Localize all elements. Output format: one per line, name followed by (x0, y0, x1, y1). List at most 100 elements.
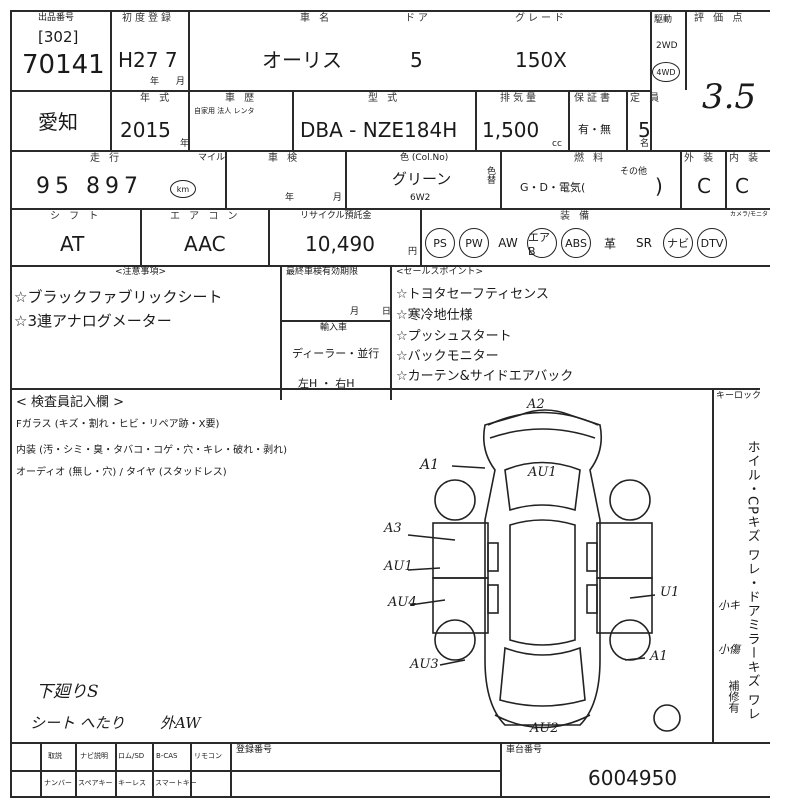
handwritten-note-2: シート へたり (30, 714, 125, 732)
color-value: グリーン (392, 170, 452, 188)
footer-item-remote: リモコン (194, 752, 222, 760)
footer-item-manual: 取説 (48, 752, 62, 760)
damage-mark-rear-bumper: AU2 (530, 721, 559, 736)
damage-mark-front-left-fender: A1 (420, 457, 440, 473)
inspector-line-2: 内装 (汚・シミ・臭・タバコ・コゲ・穴・キレ・破れ・剥れ) (16, 445, 287, 456)
aircon-value: AAC (184, 232, 226, 256)
lot-code: [302] (38, 28, 79, 46)
first-reg-value: H27 7 (118, 48, 178, 72)
color-change-label: 色替 (487, 167, 497, 186)
equipment-item: ABS (561, 228, 591, 258)
handwritten-note-3: 外AW (160, 714, 201, 732)
sales-point-3: ☆プッシュスタート (396, 329, 512, 344)
capacity-value: 5 (638, 118, 651, 142)
inspection-label: 車 検 (268, 153, 301, 164)
final-inspection-unit: 月 日 (350, 307, 391, 317)
recycle-value: 10,490 (305, 232, 375, 256)
notes-line-2: ☆3連アナログメーター (14, 312, 172, 330)
mileage-label: 走 行 (90, 153, 123, 164)
registration-label: 登録番号 (236, 745, 273, 755)
fuel-label: 燃 料 (574, 153, 607, 164)
displacement-label: 排気量 (500, 93, 539, 104)
footer-item-spare-key: スペアキー (78, 779, 113, 787)
grade-value: 150X (515, 48, 567, 72)
inspection-unit: 年 月 (285, 193, 342, 203)
equipment-camera-label: カメラ/モニタ (730, 211, 769, 218)
shift-label: シ フ ト (50, 211, 102, 222)
side-note-repair: 補修有 (727, 680, 740, 713)
lot-number: 70141 (22, 50, 105, 80)
capacity-unit: 名 (640, 139, 650, 149)
fuel-close: ) (655, 174, 663, 198)
side-note-vertical: ホイル・CPキズ ワレ・ドアミラーキズ ワレ (744, 440, 760, 722)
sales-points-label: <セールスポイント> (396, 267, 484, 277)
drive-2wd: 2WD (656, 41, 678, 51)
damage-mark-right-door: U1 (660, 585, 680, 600)
side-note-small-a: 小キ (718, 599, 740, 612)
first-reg-unit: 年 月 (150, 77, 185, 87)
car-name-value: オーリス (262, 48, 342, 72)
footer-item-smart-key: スマートキー (155, 779, 197, 787)
type-label: 型 式 (368, 93, 401, 104)
import-dealer: ディーラー・並行 (292, 347, 380, 360)
interior-label: 内 装 (729, 153, 762, 164)
lot-label: 出品番号 (38, 13, 75, 23)
footer-item-bcas: B-CAS (156, 752, 178, 760)
equipment-item: エアB (527, 228, 557, 258)
drive-label: 駆動 (654, 15, 673, 25)
model-year-value: 2015 (120, 118, 171, 142)
damage-mark-front-left-door-b: AU1 (384, 559, 413, 574)
sales-point-5: ☆カーテン&サイドエアバック (396, 369, 574, 384)
drive-4wd-circled: 4WD (652, 62, 680, 82)
doors-label: ドア (405, 13, 431, 24)
manual-value: 有・無 (578, 123, 611, 136)
chassis-label: 車台番号 (506, 745, 543, 755)
doors-value: 5 (410, 48, 423, 72)
color-label: 色 (Col.No) (400, 153, 449, 163)
fuel-other: その他 (620, 167, 648, 177)
inspector-line-1: Fガラス (キズ・割れ・ヒビ・リペア跡・X要) (16, 419, 220, 430)
equipment-item: ナビ (663, 228, 693, 258)
damage-mark-front-left-door-a: A3 (384, 521, 402, 536)
score-label: 評 価 点 (694, 13, 746, 24)
footer-item-plate: ナンバー (44, 779, 72, 787)
chassis-number: 6004950 (588, 766, 678, 790)
capacity-label: 定 員 (630, 93, 663, 104)
displacement-value: 1,500 (482, 118, 540, 142)
displacement-unit: cc (552, 139, 562, 149)
aircon-label: エ ア コ ン (170, 211, 241, 222)
sales-point-2: ☆寒冷地仕様 (396, 308, 473, 323)
car-name-label: 車 名 (300, 13, 333, 24)
recycle-unit: 円 (408, 247, 418, 257)
recycle-label: リサイクル預託金 (300, 211, 372, 221)
footer-item-nav-manual: ナビ説明 (80, 752, 108, 760)
side-note-small-b: 小傷 (718, 643, 740, 656)
equipment-item: SR (636, 236, 652, 250)
equipment-item: AW (498, 236, 518, 250)
interior-value: C (735, 174, 749, 198)
inspector-label: < 検査員記入欄 > (16, 395, 125, 410)
sales-point-1: ☆トヨタセーフティセンス (396, 287, 549, 302)
model-year-unit: 年 (180, 139, 190, 149)
score-value: 3.5 (702, 77, 757, 117)
exterior-label: 外 装 (684, 153, 717, 164)
notes-line-1: ☆ブラックファブリックシート (14, 288, 223, 306)
history-label: 車 歴 (225, 93, 258, 104)
damage-mark-rear-left-door: AU4 (388, 595, 417, 610)
equipment-item: PW (459, 228, 489, 258)
equipment-item: PS (425, 228, 455, 258)
area-value: 愛知 (38, 110, 78, 134)
mileage-unit-circled: km (170, 180, 196, 198)
damage-mark-rear-left: AU3 (410, 657, 439, 672)
first-reg-label: 初度登録 (122, 13, 174, 24)
history-sub: 自家用 法人 レンタ (194, 107, 255, 115)
equipment-item: 革 (603, 236, 616, 251)
damage-mark-rear-right: A1 (650, 649, 668, 664)
damage-mark-front-bumper: A2 (527, 397, 545, 412)
final-inspection-label: 最終車検有効期限 (286, 267, 359, 277)
key-lock-label: キーロック (716, 391, 762, 401)
inspector-line-3: オーディオ (無し・穴) / タイヤ (スタッドレス) (16, 467, 227, 478)
sales-point-4: ☆バックモニター (396, 349, 499, 364)
import-handle: 左H ・ 右H (298, 377, 355, 390)
